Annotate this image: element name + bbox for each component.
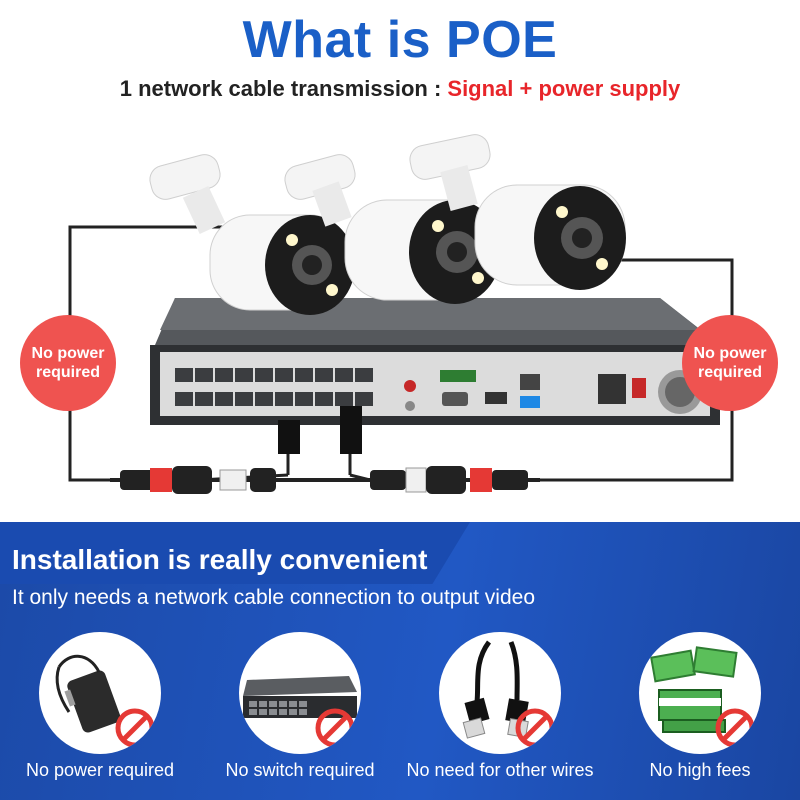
install-subheading: It only needs a network cable connection…: [12, 586, 536, 609]
no-sign-icon: [315, 708, 355, 748]
nvr-device: [150, 298, 720, 425]
no-power-badge-left: No power required: [20, 315, 116, 411]
feature-no-switch: No switch required: [200, 632, 400, 781]
panel-heading-tab: [0, 522, 470, 584]
no-sign-icon: [515, 708, 555, 748]
subtitle-highlight: Signal + power supply: [447, 76, 681, 101]
feature-circle: [39, 632, 161, 754]
feature-circle: [239, 632, 361, 754]
camera-3: [409, 134, 626, 290]
page-subtitle: 1 network cable transmission : Signal + …: [0, 76, 800, 102]
feature-no-fees: No high fees: [600, 632, 800, 781]
install-panel: Installation is really convenient It onl…: [0, 522, 800, 800]
feature-circle: [439, 632, 561, 754]
poe-diagram: No power required No power required: [0, 130, 800, 510]
feature-label: No high fees: [649, 760, 751, 780]
subtitle-prefix: 1 network cable transmission :: [119, 76, 448, 101]
no-sign-icon: [715, 708, 755, 748]
poe-diagram-illustration: [68, 134, 734, 494]
feature-label: No need for other wires: [406, 760, 594, 780]
cable-connectors: [110, 466, 540, 494]
feature-circle: [639, 632, 761, 754]
power-adapter-icon: [55, 654, 121, 733]
camera-1: [149, 154, 355, 315]
feature-no-power: No power required: [0, 632, 200, 781]
feature-label: No switch required: [225, 760, 375, 780]
money-icon: [650, 646, 738, 733]
feature-no-wires: No need for other wires: [400, 632, 600, 781]
feature-label: No power required: [25, 760, 175, 780]
network-cable-icon: [462, 640, 529, 739]
install-heading: Installation is really convenient: [12, 544, 428, 575]
no-power-badge-right: No power required: [682, 315, 778, 411]
no-sign-icon: [115, 708, 155, 748]
page-title: What is POE: [242, 11, 558, 69]
